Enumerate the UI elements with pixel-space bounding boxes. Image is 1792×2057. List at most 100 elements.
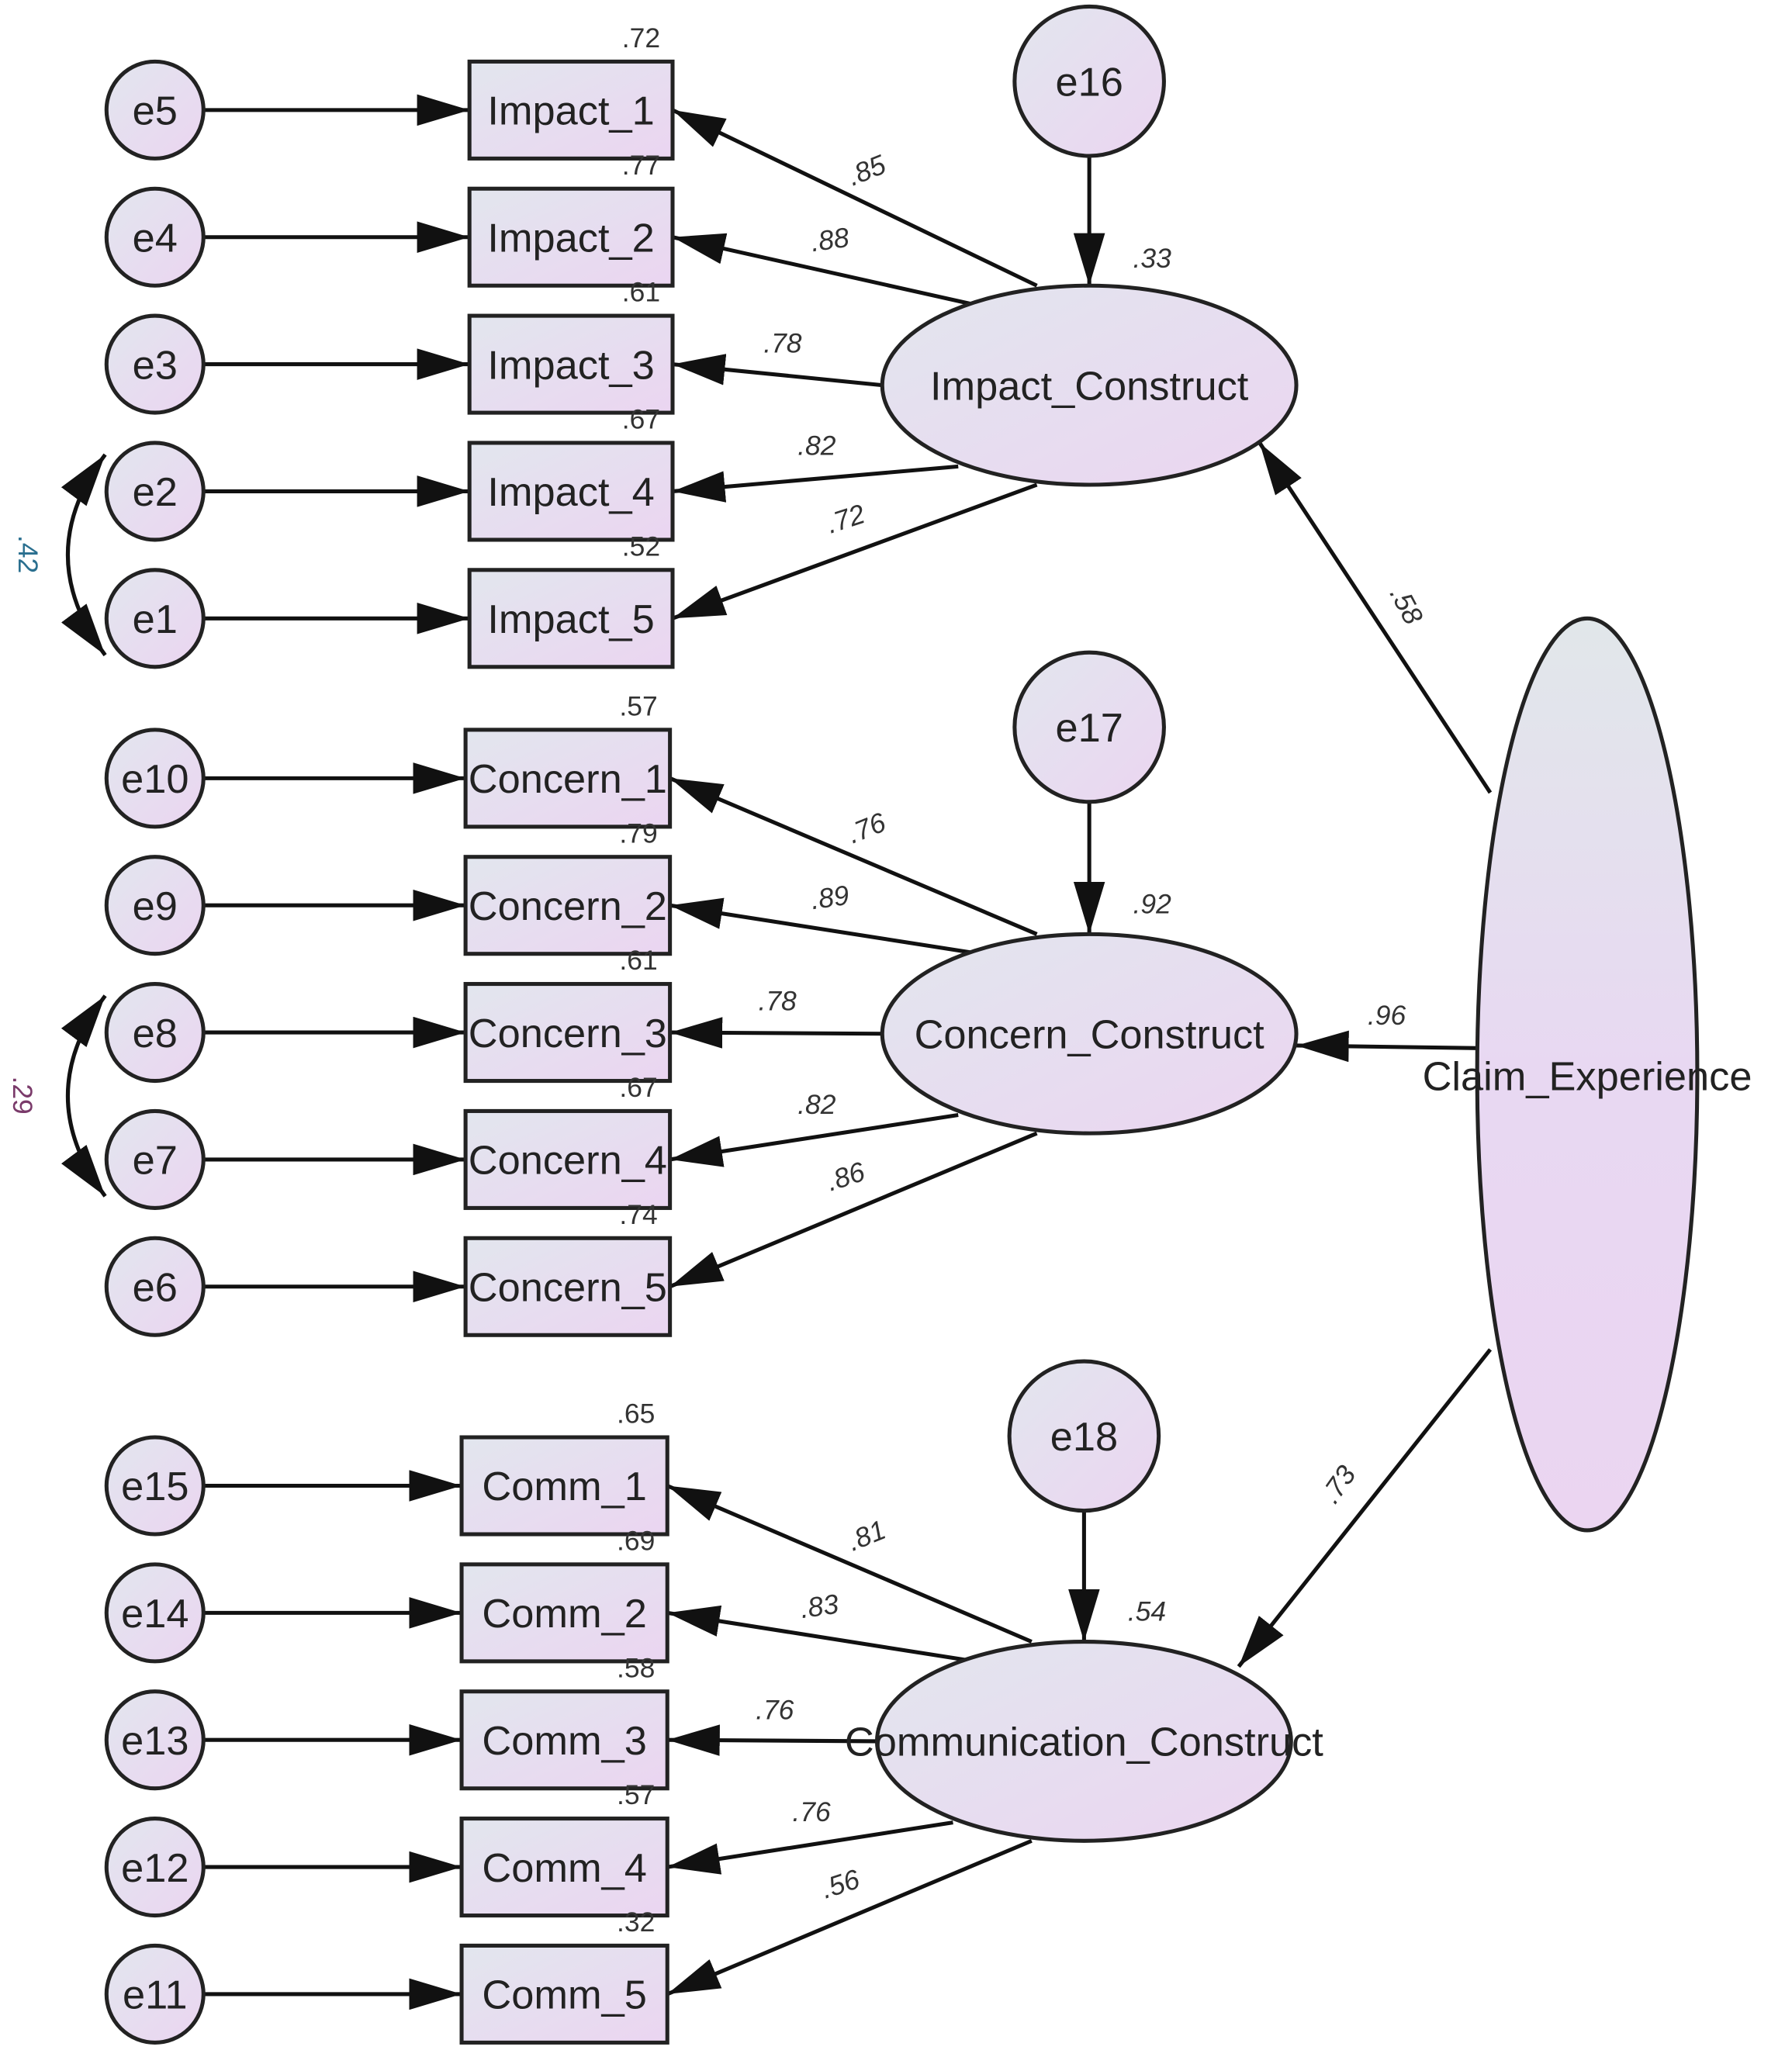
error-node-e10	[104, 728, 206, 829]
loading-label-Concern_3: .78	[758, 986, 797, 1017]
indicator-label-Comm_5: Comm_5	[482, 1973, 646, 2018]
loading-path-Concern_1	[669, 776, 1038, 936]
indicator-label-Concern_1: Concern_1	[469, 757, 667, 802]
indicator-box-Comm_2	[459, 1562, 669, 1664]
error-label-e10: e10	[121, 757, 189, 802]
loading-label-Impact_5: .72	[822, 498, 869, 539]
r2-label-Comm_5: .32	[617, 1907, 655, 1938]
r2-label-Concern_3: .61	[619, 945, 657, 976]
error-node-e1	[104, 568, 206, 669]
loading-path-Impact_3	[672, 354, 883, 388]
disturbance-node-e18	[1007, 1359, 1161, 1513]
indicator-label-Concern_4: Concern_4	[469, 1139, 667, 1184]
error-node-e6	[104, 1236, 206, 1337]
indicator-box-Comm_1	[459, 1435, 669, 1537]
indicator-box-Concern_5	[463, 1236, 673, 1337]
edges-layer	[61, 94, 1493, 2010]
loading-path-Impact_2	[672, 233, 972, 306]
error-node-e7	[104, 1108, 206, 1210]
error-label-e4: e4	[133, 216, 178, 261]
loading-label-Concern_2: .89	[808, 880, 850, 915]
indicator-box-Concern_2	[463, 855, 673, 956]
structural-path-label-comm: .73	[1315, 1460, 1362, 1509]
factor-r2-label-impact: .33	[1133, 243, 1172, 274]
nodes-layer	[104, 4, 1700, 2045]
error-node-e15	[104, 1435, 206, 1537]
factor-label-concern: Concern_Construct	[915, 1012, 1265, 1057]
indicator-label-Comm_1: Comm_1	[482, 1464, 646, 1509]
covariance-label-e2-e1: .42	[12, 535, 43, 573]
factor-label-comm: Communication_Construct	[845, 1720, 1323, 1765]
r2-label-Comm_3: .58	[617, 1652, 655, 1683]
indicator-box-Comm_5	[459, 1943, 669, 2045]
error-node-e13	[104, 1689, 206, 1791]
loading-path-Concern_2	[669, 897, 972, 955]
r2-label-Impact_3: .61	[622, 277, 660, 308]
error-label-e13: e13	[121, 1719, 189, 1764]
loading-path-Impact_5	[672, 482, 1038, 621]
r2-label-Concern_1: .57	[619, 690, 657, 721]
indicator-box-Impact_3	[467, 313, 675, 415]
structural-path-label-concern: .96	[1368, 1000, 1406, 1031]
disturbance-node-e17	[1012, 650, 1166, 804]
second-order-factor-node	[1475, 616, 1700, 1533]
r2-label-Concern_4: .67	[619, 1072, 657, 1103]
error-node-e5	[104, 59, 206, 161]
indicator-label-Impact_2: Impact_2	[487, 216, 654, 261]
loading-path-Comm_3	[667, 1724, 877, 1756]
error-node-e11	[104, 1943, 206, 2045]
loading-path-Concern_3	[669, 1017, 883, 1049]
r2-label-Comm_4: .57	[617, 1779, 655, 1810]
loading-path-Concern_5	[669, 1131, 1038, 1289]
error-node-e2	[104, 441, 206, 542]
loading-label-Concern_4: .82	[797, 1089, 836, 1120]
disturbance-node-e16	[1012, 4, 1166, 158]
indicator-box-Concern_1	[463, 728, 673, 829]
indicator-label-Comm_4: Comm_4	[482, 1846, 646, 1891]
indicator-label-Concern_3: Concern_3	[469, 1011, 667, 1056]
loading-path-Impact_1	[671, 108, 1038, 288]
disturbance-label-e18: e18	[1050, 1415, 1118, 1460]
r2-label-Concern_2: .79	[619, 818, 657, 849]
r2-label-Impact_5: .52	[622, 531, 660, 562]
error-node-e4	[104, 186, 206, 288]
error-label-e12: e12	[121, 1846, 189, 1891]
indicator-label-Impact_5: Impact_5	[487, 597, 654, 642]
loading-label-Comm_5: .56	[818, 1863, 864, 1904]
loading-label-Impact_1: .85	[843, 149, 891, 192]
indicator-box-Impact_4	[467, 441, 675, 542]
indicator-box-Concern_4	[463, 1108, 673, 1210]
loading-label-Concern_5: .86	[822, 1156, 869, 1197]
error-node-e9	[104, 855, 206, 956]
error-label-e3: e3	[133, 343, 178, 388]
indicator-box-Impact_2	[467, 186, 675, 288]
factor-label-impact: Impact_Construct	[930, 364, 1249, 409]
factor-r2-label-comm: .54	[1128, 1596, 1166, 1627]
loading-label-Comm_2: .83	[798, 1589, 841, 1625]
loading-label-Concern_1: .76	[843, 807, 891, 850]
error-node-e14	[104, 1562, 206, 1664]
loading-path-Concern_4	[669, 1112, 959, 1167]
disturbance-label-e17: e17	[1055, 706, 1123, 751]
indicator-box-Concern_3	[463, 982, 673, 1084]
loading-path-Comm_2	[666, 1605, 967, 1662]
r2-label-Impact_4: .67	[622, 404, 660, 435]
error-label-e15: e15	[121, 1464, 189, 1509]
loading-path-Comm_4	[666, 1820, 953, 1875]
structural-path-concern	[1296, 1030, 1478, 1063]
error-node-e3	[104, 313, 206, 415]
indicator-label-Impact_3: Impact_3	[487, 343, 654, 388]
loading-label-Comm_3: .76	[756, 1694, 794, 1725]
error-node-e12	[104, 1817, 206, 1918]
disturbance-label-e16: e16	[1055, 60, 1123, 105]
structural-path-label-impact: .58	[1384, 581, 1430, 630]
loading-label-Comm_4: .76	[792, 1796, 831, 1827]
factor-node-concern	[880, 932, 1299, 1136]
error-label-e5: e5	[133, 89, 178, 134]
r2-label-Comm_2: .69	[617, 1525, 655, 1556]
error-label-e6: e6	[133, 1265, 178, 1310]
error-label-e1: e1	[133, 597, 178, 642]
factor-node-comm	[874, 1639, 1293, 1843]
covariance-arc-e2-e1	[61, 453, 107, 657]
